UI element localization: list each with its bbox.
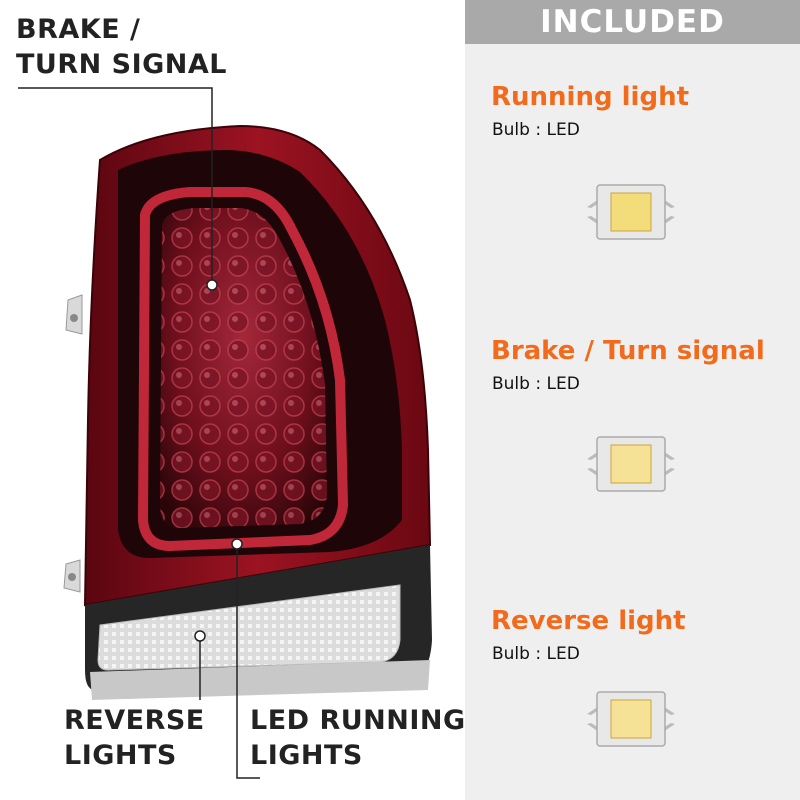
led-chip-icon	[587, 184, 675, 240]
brake-callout-line2: TURN SIGNAL	[16, 49, 227, 80]
feature-title-reverse: Reverse light	[491, 606, 686, 636]
brake-turn-callout: BRAKE / TURN SIGNAL	[16, 12, 227, 82]
included-header: INCLUDED	[465, 0, 800, 44]
led-running-callout: LED RUNNING LIGHTS	[250, 703, 466, 773]
running-callout-line2: LIGHTS	[250, 740, 363, 771]
feature-bulb-reverse: Bulb : LED	[492, 644, 580, 664]
included-panel: INCLUDED Running light Bulb : LED Brake …	[465, 0, 800, 800]
feature-bulb-brake-turn: Bulb : LED	[492, 374, 580, 394]
tail-light-image	[18, 87, 432, 779]
brake-callout-line1: BRAKE /	[16, 14, 141, 45]
feature-title-brake-turn: Brake / Turn signal	[491, 336, 765, 366]
product-image-panel: BRAKE / TURN SIGNAL REVERSE LIGHTS LED R…	[16, 12, 466, 779]
reverse-callout-line2: LIGHTS	[64, 740, 177, 771]
feature-title-running: Running light	[491, 82, 690, 112]
led-chip-icon	[587, 691, 675, 747]
reverse-callout-line1: REVERSE	[64, 705, 205, 736]
feature-bulb-running: Bulb : LED	[492, 120, 580, 140]
led-chip-icon	[587, 436, 675, 492]
running-callout-line1: LED RUNNING	[250, 705, 466, 736]
reverse-lights-callout: REVERSE LIGHTS	[64, 703, 205, 773]
